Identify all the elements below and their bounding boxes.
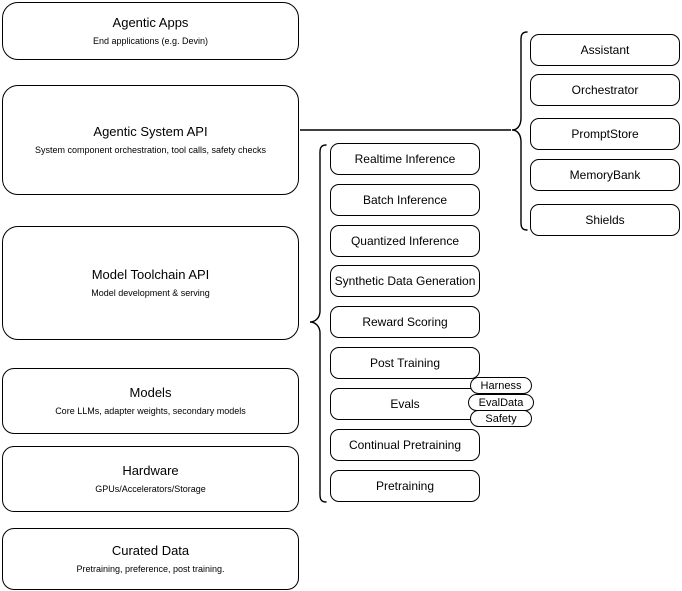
layer-subtitle: Core LLMs, adapter weights, secondary mo… bbox=[55, 405, 246, 416]
eval-pill-evaldata[interactable]: EvalData bbox=[468, 394, 534, 411]
component-box-batch-inference[interactable]: Batch Inference bbox=[330, 184, 480, 216]
eval-pill-harness[interactable]: Harness bbox=[470, 377, 532, 394]
layer-title: Model Toolchain API bbox=[91, 267, 210, 283]
component-box-synthetic-data-generation[interactable]: Synthetic Data Generation bbox=[330, 265, 480, 297]
component-box-quantized-inference[interactable]: Quantized Inference bbox=[330, 225, 480, 257]
layer-subtitle: System component orchestration, tool cal… bbox=[34, 144, 267, 155]
layer-title: Agentic Apps bbox=[112, 15, 189, 31]
layer-subtitle: End applications (e.g. Devin) bbox=[92, 35, 209, 46]
component-box-memorybank[interactable]: MemoryBank bbox=[530, 159, 680, 191]
brace-toolchain-components bbox=[309, 144, 327, 503]
layer-box-model-toolchain-api[interactable]: Model Toolchain API Model development & … bbox=[2, 226, 299, 340]
component-box-continual-pretraining[interactable]: Continual Pretraining bbox=[330, 429, 480, 461]
layer-box-agentic-apps[interactable]: Agentic Apps End applications (e.g. Devi… bbox=[2, 2, 299, 60]
component-box-realtime-inference[interactable]: Realtime Inference bbox=[330, 143, 480, 175]
layer-title: Hardware bbox=[122, 463, 179, 479]
component-label: Synthetic Data Generation bbox=[334, 273, 476, 288]
component-label: Assistant bbox=[580, 42, 630, 57]
component-label: MemoryBank bbox=[569, 167, 641, 182]
component-box-assistant[interactable]: Assistant bbox=[530, 34, 680, 66]
layer-subtitle: Model development & serving bbox=[91, 287, 210, 298]
component-label: Evals bbox=[390, 396, 420, 411]
layer-title: Models bbox=[129, 385, 172, 401]
layer-box-agentic-system-api[interactable]: Agentic System API System component orch… bbox=[2, 85, 299, 195]
component-box-promptstore[interactable]: PromptStore bbox=[530, 118, 680, 150]
component-label: Realtime Inference bbox=[354, 151, 456, 166]
component-label: Pretraining bbox=[375, 478, 435, 493]
component-box-orchestrator[interactable]: Orchestrator bbox=[530, 74, 680, 106]
component-box-post-training[interactable]: Post Training bbox=[330, 347, 480, 379]
layer-subtitle: GPUs/Accelerators/Storage bbox=[95, 483, 206, 494]
component-box-reward-scoring[interactable]: Reward Scoring bbox=[330, 306, 480, 338]
component-box-shields[interactable]: Shields bbox=[530, 204, 680, 236]
component-label: Post Training bbox=[369, 355, 441, 370]
brace-system-components bbox=[511, 31, 528, 231]
layer-box-hardware[interactable]: Hardware GPUs/Accelerators/Storage bbox=[2, 446, 299, 512]
component-label: Shields bbox=[585, 212, 625, 227]
component-label: Batch Inference bbox=[362, 192, 448, 207]
layer-title: Curated Data bbox=[111, 543, 190, 559]
component-box-evals[interactable]: Evals bbox=[330, 388, 480, 420]
eval-pill-safety[interactable]: Safety bbox=[470, 410, 532, 427]
layer-title: Agentic System API bbox=[93, 124, 208, 140]
layer-subtitle: Pretraining, preference, post training. bbox=[76, 563, 225, 574]
component-label: Orchestrator bbox=[571, 82, 639, 97]
layer-box-curated-data[interactable]: Curated Data Pretraining, preference, po… bbox=[2, 528, 299, 590]
layer-box-models[interactable]: Models Core LLMs, adapter weights, secon… bbox=[2, 368, 299, 434]
component-label: PromptStore bbox=[571, 126, 639, 141]
component-label: Quantized Inference bbox=[350, 233, 460, 248]
component-box-pretraining[interactable]: Pretraining bbox=[330, 470, 480, 502]
component-label: Reward Scoring bbox=[362, 314, 448, 329]
component-label: Continual Pretraining bbox=[348, 437, 462, 452]
